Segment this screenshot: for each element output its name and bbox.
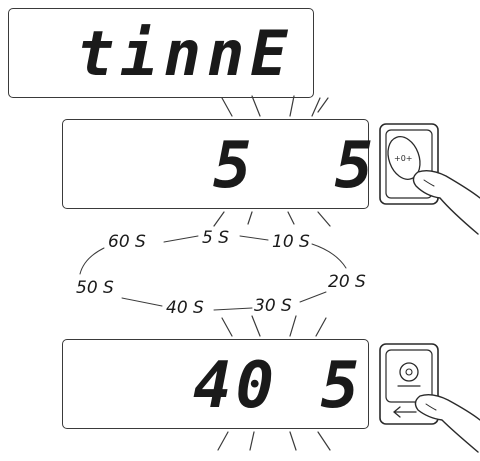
blink-rays-bottom-bottom <box>218 432 330 450</box>
blink-rays-middle-bottom <box>214 212 330 226</box>
blink-rays-middle-top <box>222 96 328 116</box>
cycle-connectors <box>80 236 346 310</box>
print-enter-button-icon <box>380 344 480 452</box>
zero-button-icon: +0+ <box>380 124 480 234</box>
svg-text:+0+: +0+ <box>394 154 413 163</box>
blink-rays-bottom-top <box>222 316 326 336</box>
